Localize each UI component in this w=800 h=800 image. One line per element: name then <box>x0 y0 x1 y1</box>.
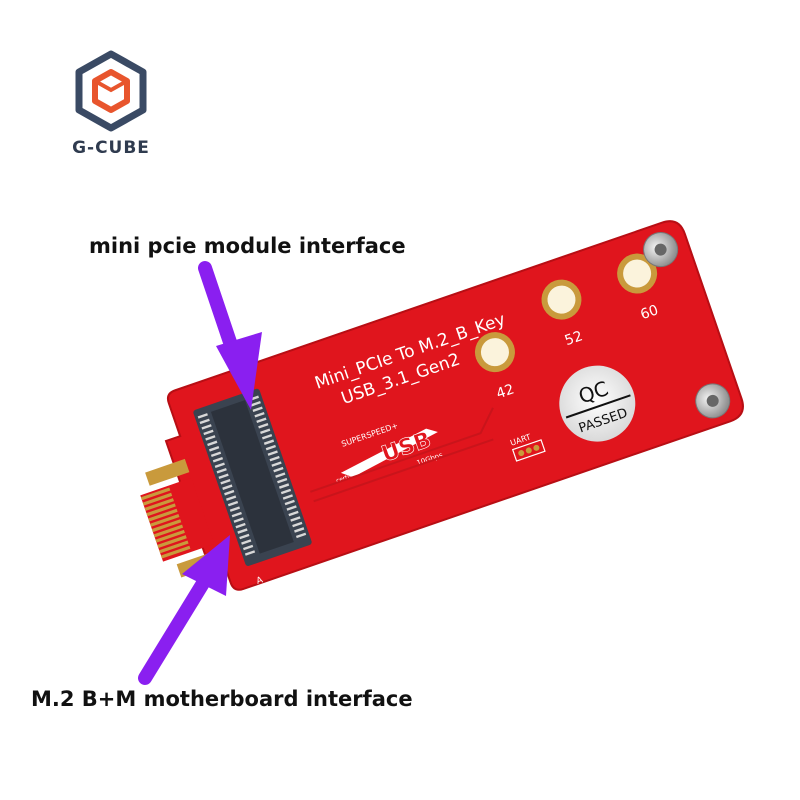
slot-pin <box>261 433 273 440</box>
mount-hole-42: 42 <box>474 332 516 402</box>
slot-pin <box>231 511 242 518</box>
slot-pin <box>239 533 250 540</box>
slot-pin <box>226 495 237 501</box>
brand-name: G-CUBE <box>72 138 150 158</box>
slot-pin <box>269 455 280 462</box>
arrow-bottom <box>138 535 230 685</box>
screw-top <box>643 232 679 268</box>
slot-pin <box>207 440 218 447</box>
slot-pin <box>197 413 208 419</box>
mount-hole-52: 52 <box>541 279 585 349</box>
callout-m2-interface: M.2 B+M motherboard interface <box>31 687 413 711</box>
gold-finger <box>157 535 187 548</box>
slot-pin <box>203 429 214 436</box>
slot-pin <box>216 467 227 474</box>
gold-finger <box>144 498 174 511</box>
slot-pin <box>284 499 295 506</box>
gold-finger <box>151 519 182 533</box>
slot-pin <box>227 500 239 507</box>
slot-pin <box>205 435 216 441</box>
slot-pin <box>250 401 261 407</box>
slot-pin <box>199 418 210 425</box>
slot-pin <box>252 406 263 413</box>
gold-finger <box>160 545 191 559</box>
slot-pin <box>277 477 288 484</box>
gold-finger <box>148 508 178 522</box>
slot-pin <box>210 451 222 458</box>
slot-pin <box>233 517 244 523</box>
slot-pin <box>241 539 252 545</box>
slot-pin <box>275 472 286 478</box>
hole-label-52: 52 <box>563 328 585 349</box>
slot-pin <box>214 462 225 469</box>
slot-pin <box>201 424 212 430</box>
slot-pin <box>288 510 299 517</box>
adapter-board: A Mini_PCIe To M.2_B_Key USB_3.1_Gen2 SU… <box>140 220 744 591</box>
gold-finger <box>142 492 173 506</box>
slot-pin <box>224 489 235 496</box>
slot-pin <box>254 412 265 418</box>
arrow-top <box>198 261 262 410</box>
slot-pin <box>258 422 269 429</box>
hole-label-60: 60 <box>638 302 660 323</box>
slot-pin <box>295 532 307 539</box>
slot-pin <box>271 461 282 467</box>
brand-logo-icon <box>75 50 147 132</box>
gold-finger <box>155 529 185 543</box>
pin-marker-text: A <box>255 575 265 587</box>
slot-pin <box>218 473 229 479</box>
slot-pin <box>220 478 231 485</box>
slot-pin <box>292 521 303 528</box>
slot-pin <box>290 516 301 522</box>
m2-edge-connector <box>140 458 221 578</box>
gold-finger <box>159 540 189 554</box>
mount-hole-60: 60 <box>617 253 660 323</box>
gold-finger <box>150 513 180 527</box>
slot-pin <box>235 522 246 529</box>
gold-finger <box>146 503 176 517</box>
slot-pin <box>278 483 290 489</box>
gold-finger <box>153 524 184 538</box>
slot-pin <box>265 444 276 451</box>
qc-passed-sticker: QC PASSED <box>559 365 636 442</box>
slot-pin <box>256 417 267 424</box>
mini-pcie-slot: A <box>193 388 312 587</box>
gold-finger <box>140 487 171 501</box>
slot-pin <box>229 506 241 512</box>
slot-pin <box>209 446 220 452</box>
slot-pin <box>282 494 293 500</box>
slot-pin <box>273 466 284 473</box>
slot-pin <box>243 544 254 551</box>
slot-pin <box>286 505 297 511</box>
slot-pin <box>260 428 271 434</box>
slot-pin <box>267 450 278 456</box>
slot-pin <box>280 488 292 495</box>
screw-bottom <box>695 383 731 419</box>
slot-pin <box>294 527 305 533</box>
callout-mini-pcie: mini pcie module interface <box>89 234 406 258</box>
slot-pin <box>263 439 275 445</box>
slot-pin <box>212 457 224 463</box>
hole-label-42: 42 <box>494 381 516 402</box>
slot-pin <box>222 484 233 490</box>
slot-pin <box>237 528 248 534</box>
slot-pin <box>244 550 256 556</box>
